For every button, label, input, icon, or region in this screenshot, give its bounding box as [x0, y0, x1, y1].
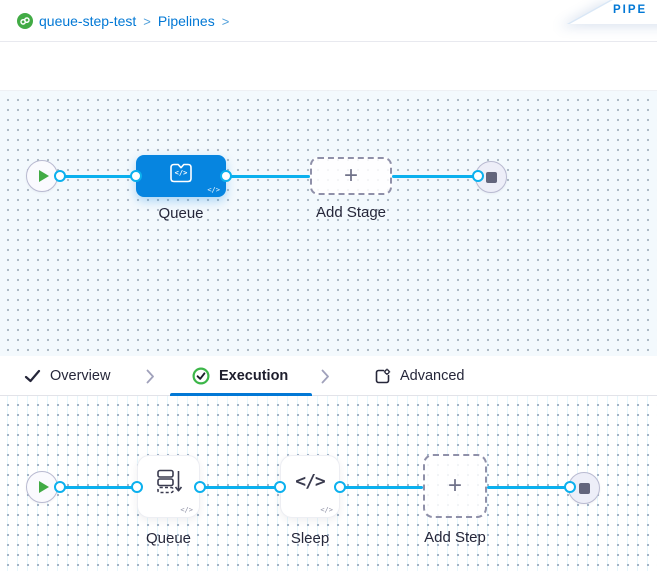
- start-node: [26, 471, 58, 503]
- node-port: [131, 481, 143, 493]
- add-stage-button[interactable]: +: [310, 157, 392, 195]
- play-icon: [38, 170, 49, 182]
- node-port: [334, 481, 346, 493]
- pipeline-studio-ribbon-label: PIPE: [613, 4, 648, 16]
- pipeline-tab-bar: Overview Execution Advance: [0, 356, 657, 396]
- title-bar: Queue VIS: [0, 42, 657, 122]
- step-label: Sleep: [290, 530, 330, 547]
- harness-logo-icon[interactable]: [17, 13, 33, 29]
- tab-execution[interactable]: Execution: [192, 356, 288, 396]
- node-port: [564, 481, 576, 493]
- connector-line: [200, 486, 280, 489]
- add-stage-label: Add Stage: [315, 204, 387, 221]
- queue-step-icon: [138, 456, 199, 507]
- end-node: [568, 472, 600, 504]
- plus-icon: +: [447, 472, 462, 499]
- chevron-right-icon: [321, 369, 329, 384]
- code-step-icon: </>: [295, 471, 325, 492]
- code-glyph: </>: [174, 169, 188, 177]
- tab-advanced-label: Advanced: [400, 368, 465, 384]
- plus-icon: +: [343, 162, 358, 189]
- connector-line: [60, 175, 136, 178]
- tab-overview[interactable]: Overview: [24, 356, 110, 396]
- code-badge-icon[interactable]: </>: [320, 506, 333, 514]
- advanced-settings-icon: [375, 368, 391, 383]
- connector-line: [60, 486, 137, 489]
- execution-canvas[interactable]: </> Queue </> </> Sleep + Add Step: [0, 396, 657, 571]
- add-step-label: Add Step: [424, 529, 486, 546]
- connector-line: [487, 486, 570, 489]
- breadcrumb-separator: >: [143, 13, 151, 29]
- node-port: [472, 170, 484, 182]
- check-icon: [24, 369, 41, 383]
- tab-advanced[interactable]: Advanced: [374, 356, 465, 396]
- connector-line: [340, 486, 423, 489]
- breadcrumb-project-link[interactable]: queue-step-test: [39, 13, 137, 29]
- active-tab-underline: [170, 393, 312, 396]
- step-node-sleep[interactable]: </> </>: [280, 455, 340, 518]
- play-icon: [38, 481, 49, 493]
- stop-icon: [485, 171, 497, 183]
- start-node: [26, 160, 58, 192]
- add-step-button[interactable]: +: [423, 454, 487, 518]
- node-port: [274, 481, 286, 493]
- success-check-circle-icon: [192, 367, 210, 385]
- step-label: Queue: [145, 530, 192, 547]
- breadcrumb-separator: >: [221, 13, 230, 29]
- code-badge-icon[interactable]: </>: [180, 506, 193, 514]
- stop-icon: [578, 482, 590, 494]
- breadcrumb-bar: queue-step-test > Pipelines > PIPE: [0, 0, 657, 42]
- breadcrumb-pipelines-link[interactable]: Pipelines: [157, 13, 215, 29]
- step-node-queue[interactable]: </>: [137, 455, 200, 518]
- connector-line: [226, 175, 310, 178]
- breadcrumb: queue-step-test > Pipelines >: [39, 0, 229, 42]
- node-port: [54, 481, 66, 493]
- tab-execution-label: Execution: [219, 368, 289, 384]
- chevron-right-icon: [146, 369, 154, 384]
- node-port: [220, 170, 232, 182]
- stage-label: Queue: [158, 205, 204, 222]
- code-badge-icon[interactable]: </>: [207, 186, 220, 194]
- stage-node-queue[interactable]: </> </>: [136, 155, 226, 197]
- connector-line: [392, 175, 478, 178]
- node-port: [194, 481, 206, 493]
- node-port: [54, 170, 66, 182]
- tab-overview-label: Overview: [50, 368, 111, 384]
- node-port: [130, 170, 142, 182]
- stage-canvas[interactable]: </> </> Queue + Add Stage: [0, 91, 657, 356]
- custom-stage-icon: </>: [168, 162, 194, 184]
